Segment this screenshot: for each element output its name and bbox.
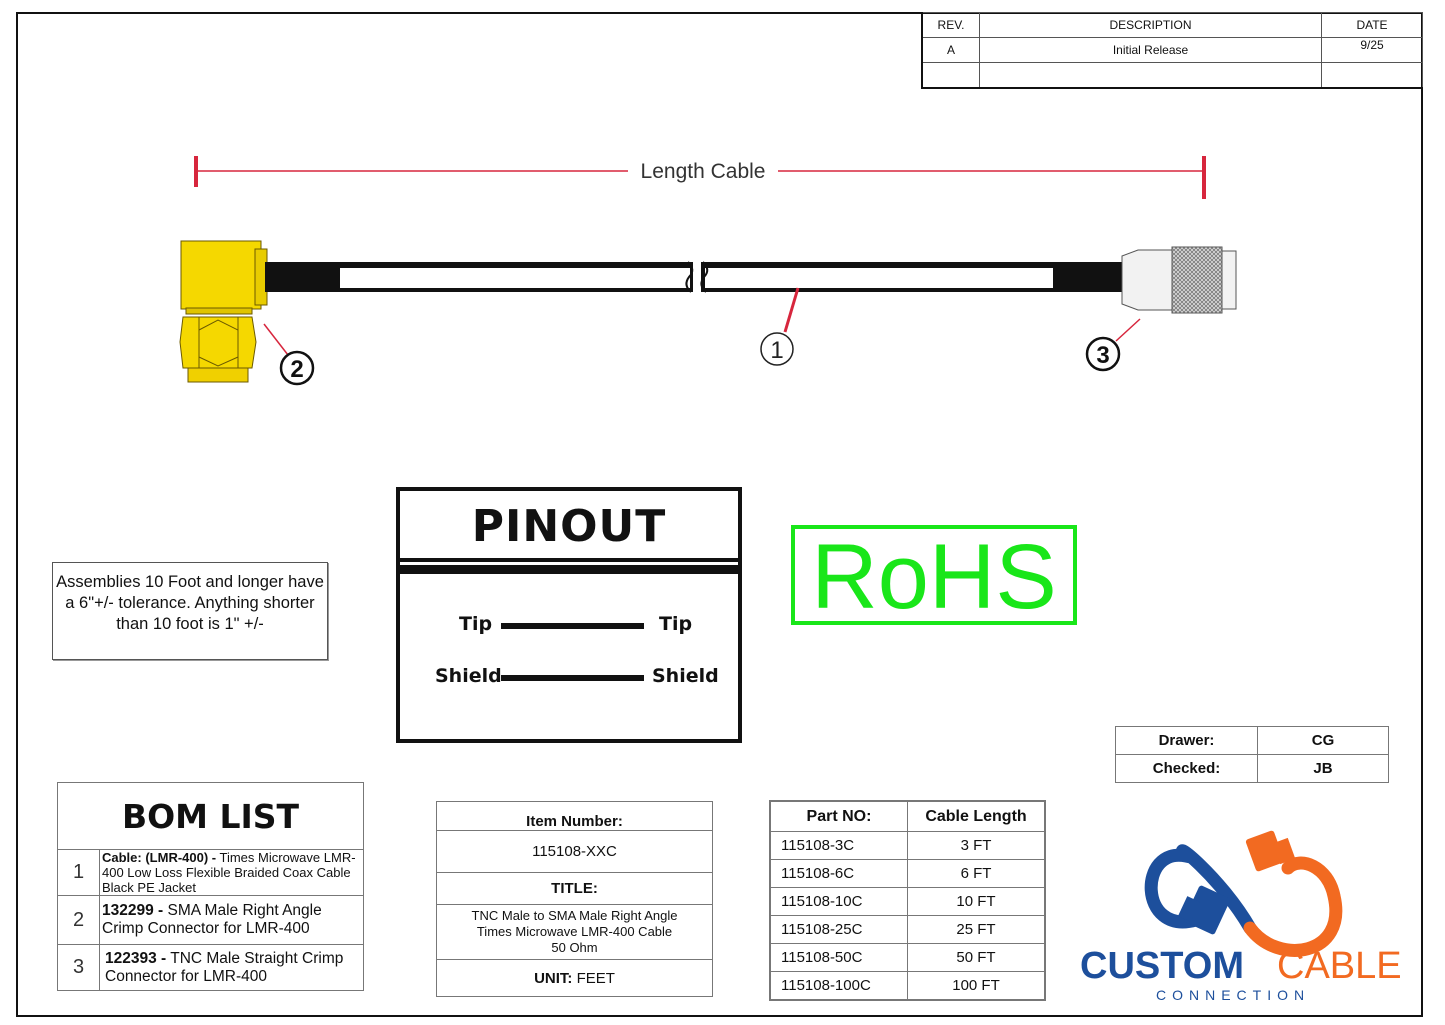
title-line: Times Microwave LMR-400 Cable <box>476 924 673 939</box>
rev-cell <box>921 62 980 89</box>
cable-length-cell: 50 FT <box>907 943 1046 972</box>
cable-drawing: Length Cable 1 <box>179 156 1237 386</box>
pinout-separator <box>400 565 738 574</box>
bom-row: 1 Cable: (LMR-400) - Times Microwave LMR… <box>57 849 364 896</box>
rev-cell: A <box>921 37 980 63</box>
signoff-label: Checked: <box>1115 754 1258 783</box>
bom-item-number: 3 <box>57 944 100 991</box>
pinout-title: PINOUT <box>400 491 738 562</box>
pin-wire <box>501 623 644 629</box>
callout-1: 1 <box>760 332 794 366</box>
callout-3: 3 <box>1085 336 1121 372</box>
tnc-connector-icon <box>1121 246 1237 314</box>
bom-item-number: 2 <box>57 895 100 945</box>
cable-length-cell: 10 FT <box>907 887 1046 916</box>
pinout-row: Tip Tip <box>400 613 738 643</box>
part-no-cell: 115108-25C <box>769 915 908 944</box>
date-cell <box>1321 62 1423 89</box>
part-no-cell: 115108-10C <box>769 887 908 916</box>
bom-part-number: Cable: (LMR-400) - <box>102 850 217 865</box>
logo-word-cable: CABLE <box>1277 945 1402 987</box>
item-info-table: Item Number: 115108-XXC TITLE: TNC Male … <box>436 801 713 997</box>
title-line: 50 Ohm <box>551 940 598 955</box>
bom-description: Times Microwave LMR-400 Low Loss Flexibl… <box>102 850 356 895</box>
bom-part-number: 122393 - <box>105 949 167 967</box>
part-no-cell: 115108-100C <box>769 971 908 1001</box>
title-value: TNC Male to SMA Male Right Angle Times M… <box>436 904 713 960</box>
date-cell: 9/25 <box>1321 37 1423 63</box>
pin-wire <box>501 675 644 681</box>
description-cell <box>979 62 1322 89</box>
title-line: TNC Male to SMA Male Right Angle <box>471 908 678 923</box>
pinout-box: PINOUT Tip Tip Shield Shield <box>396 487 742 743</box>
bom-row: 2 132299 - SMA Male Right Angle Crimp Co… <box>57 895 364 945</box>
leader-line <box>1115 318 1141 342</box>
pin-left-label: Shield <box>435 665 502 687</box>
logo-word-custom: CUSTOM <box>1080 945 1244 987</box>
bom-row: 3 122393 - TNC Male Straight Crimp Conne… <box>57 944 364 991</box>
signoff-value: JB <box>1257 754 1389 783</box>
pin-left-label: Tip <box>459 613 493 635</box>
description-header: DESCRIPTION <box>979 12 1322 38</box>
bom-table: BOM LIST 1 Cable: (LMR-400) - Times Micr… <box>57 782 364 991</box>
pin-right-label: Shield <box>652 665 719 687</box>
item-number-value: 115108-XXC <box>436 830 713 873</box>
unit-label: UNIT: <box>534 969 573 987</box>
dimension-label: Length Cable <box>641 160 766 183</box>
bom-item-number: 1 <box>57 849 100 896</box>
part-no-header: Part NO: <box>769 800 908 832</box>
cable-length-header: Cable Length <box>907 800 1046 832</box>
logo-tagline: CONNECTION <box>1156 987 1310 1003</box>
drawing-frame <box>16 12 1423 1017</box>
cable-length-cell: 3 FT <box>907 831 1046 860</box>
cable-loop-icon <box>1144 830 1343 957</box>
dimension-line <box>194 156 1206 199</box>
callout-2: 2 <box>279 350 315 386</box>
cable-length-cell: 100 FT <box>907 971 1046 1001</box>
item-number-label: Item Number: <box>436 801 713 831</box>
part-no-cell: 115108-50C <box>769 943 908 972</box>
bom-part-number: 132299 - <box>102 902 164 919</box>
signoff-value: CG <box>1257 726 1389 755</box>
signoff-table: Drawer: CG Checked: JB <box>1115 726 1389 783</box>
rohs-badge: RoHS <box>791 525 1077 625</box>
revision-table: REV. DESCRIPTION DATE A Initial Release … <box>921 12 1423 89</box>
bom-description: TNC Male Straight Crimp Connector for LM… <box>105 949 344 985</box>
custom-cable-logo: CUSTOM CABLE CONNECTION <box>1080 830 1402 1003</box>
signoff-label: Drawer: <box>1115 726 1258 755</box>
title-label: TITLE: <box>436 872 713 905</box>
bom-description: SMA Male Right Angle Crimp Connector for… <box>102 902 322 937</box>
bom-title: BOM LIST <box>57 782 364 850</box>
tolerance-note: Assemblies 10 Foot and longer have a 6"+… <box>52 562 328 660</box>
leader-line <box>263 323 289 356</box>
svg-text:1: 1 <box>770 337 783 364</box>
part-no-cell: 115108-3C <box>769 831 908 860</box>
pin-right-label: Tip <box>659 613 693 635</box>
rev-header: REV. <box>921 12 980 38</box>
cable-length-cell: 25 FT <box>907 915 1046 944</box>
leader-line <box>783 287 800 333</box>
svg-text:2: 2 <box>290 356 303 383</box>
sma-connector-icon <box>179 240 268 383</box>
pinout-row: Shield Shield <box>400 665 738 695</box>
unit-value: FEET <box>572 969 615 987</box>
cable-icon <box>265 261 1125 293</box>
cable-length-cell: 6 FT <box>907 859 1046 888</box>
description-cell: Initial Release <box>979 37 1322 63</box>
svg-text:3: 3 <box>1096 342 1109 369</box>
part-no-cell: 115108-6C <box>769 859 908 888</box>
